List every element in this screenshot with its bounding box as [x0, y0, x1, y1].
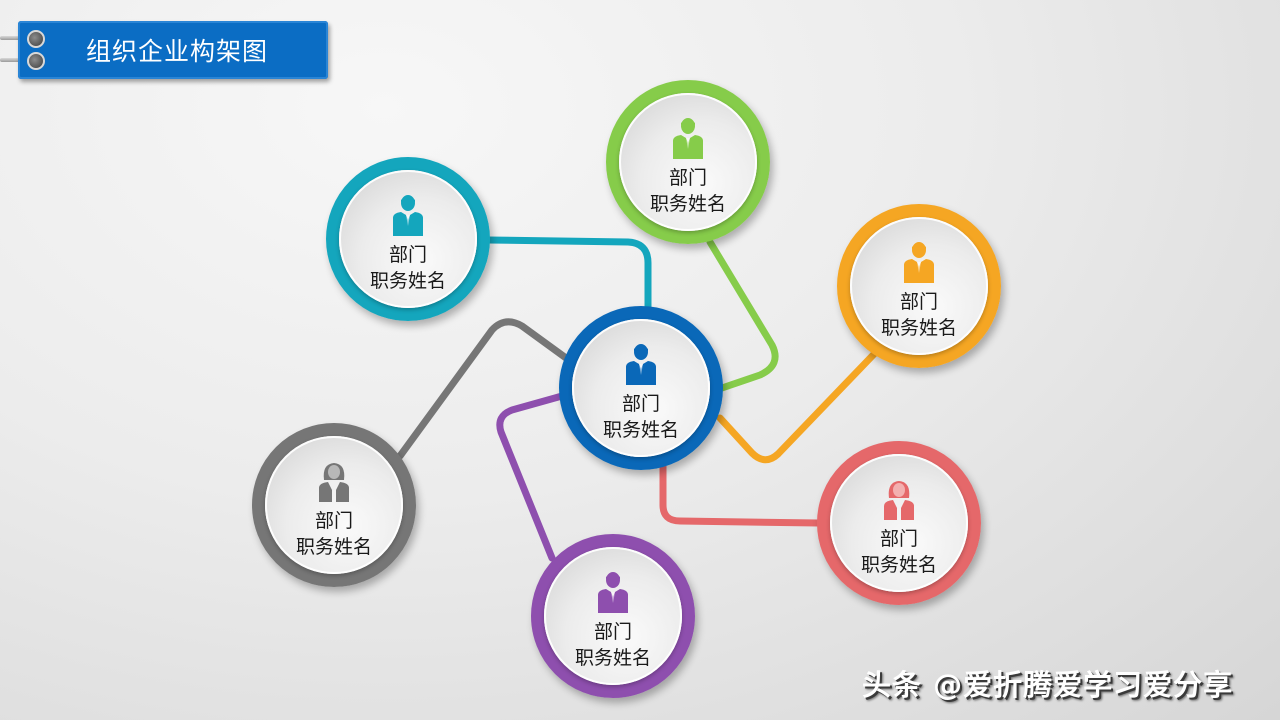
node-position-name: 职务姓名: [860, 554, 937, 576]
businessman-icon: [904, 242, 934, 283]
node-department: 部门: [388, 244, 427, 266]
watermark: 头条 @爱折腾爱学习爱分享: [862, 668, 1234, 702]
org-node-purple[interactable]: 部门 职务姓名: [531, 534, 695, 698]
connector-red: [659, 462, 822, 527]
node-position-name: 职务姓名: [574, 647, 651, 669]
node-department: 部门: [621, 393, 660, 415]
connector-green: [706, 238, 779, 392]
node-department: 部门: [899, 291, 938, 313]
node-department: 部门: [668, 167, 707, 189]
node-department: 部门: [879, 528, 918, 550]
node-position-name: 职务姓名: [369, 270, 446, 292]
connector-orange: [716, 348, 880, 464]
binder-wire-top: [0, 36, 34, 40]
org-node-red[interactable]: 部门 职务姓名: [817, 441, 981, 605]
businessman-icon: [673, 118, 703, 159]
businessman-icon: [626, 344, 656, 385]
businesswoman-icon: [884, 481, 914, 520]
businessman-icon: [393, 195, 423, 236]
node-position-name: 职务姓名: [880, 317, 957, 339]
page-title: 组织企业构架图: [86, 37, 269, 66]
org-node-green[interactable]: 部门 职务姓名: [606, 80, 770, 244]
node-department: 部门: [314, 510, 353, 532]
businesswoman-icon: [319, 463, 349, 502]
node-position-name: 职务姓名: [602, 419, 679, 441]
connector-gray: [396, 318, 570, 460]
org-node-center[interactable]: 部门 职务姓名: [559, 306, 723, 470]
node-department: 部门: [593, 621, 632, 643]
org-node-orange[interactable]: 部门 职务姓名: [837, 204, 1001, 368]
node-position-name: 职务姓名: [295, 536, 372, 558]
org-node-gray[interactable]: 部门 职务姓名: [252, 423, 416, 587]
connector-teal: [484, 236, 652, 312]
businessman-icon: [598, 572, 628, 613]
title-banner: 组织企业构架图: [18, 21, 328, 79]
node-position-name: 职务姓名: [649, 193, 726, 215]
binder-wire-bottom: [0, 58, 34, 62]
binder-ring-top: [27, 30, 45, 48]
binder-ring-bottom: [27, 52, 45, 70]
org-node-teal[interactable]: 部门 职务姓名: [326, 157, 490, 321]
connector-purple: [496, 392, 566, 562]
